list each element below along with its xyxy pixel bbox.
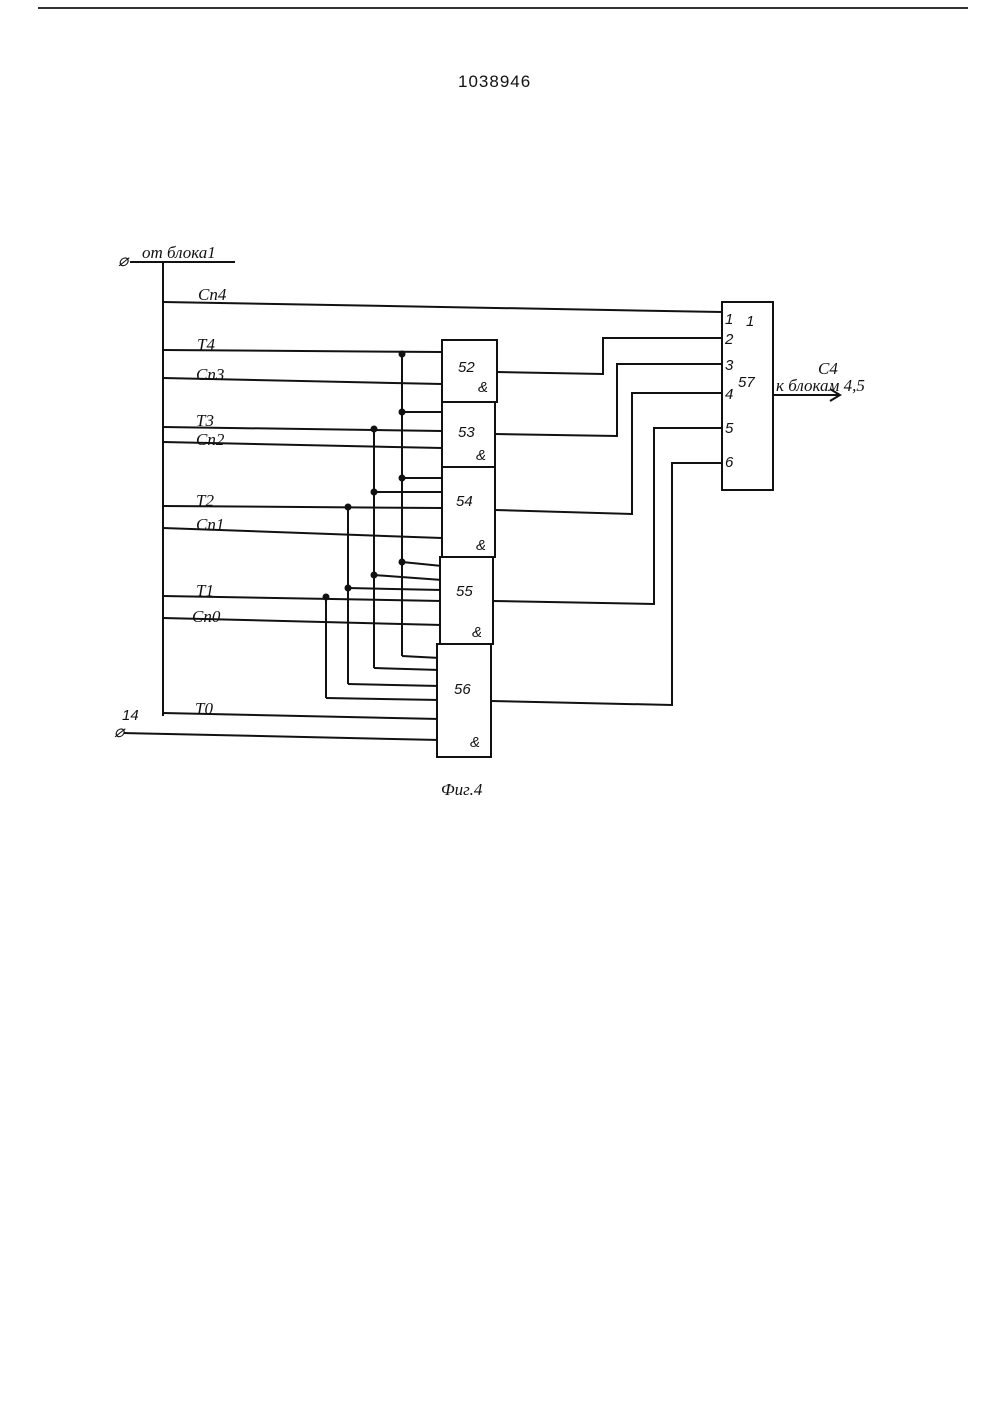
t2-to-55-line [348,588,442,590]
gate-57-input-1: 1 [725,311,733,328]
signal-label-cn0: Сп0 [192,607,221,626]
t3-to-56-line [374,668,440,670]
source-terminal-symbol: ⌀ [118,251,130,270]
gate-57-input-2: 2 [724,331,734,348]
gate-53-op: & [476,447,486,464]
gate-57-input-6: 6 [725,454,734,471]
t4-to-56-line [402,656,440,658]
input-14-label: 14 [122,707,139,724]
source-label: от блока1 [142,243,216,262]
gate-55-label: 55 [456,583,473,600]
figure-caption: Фиг.4 [441,780,483,799]
or-gate-57: 1 57 1 2 3 4 5 6 [722,302,773,490]
junction-dot [371,572,378,579]
gate-53-label: 53 [458,424,475,441]
signal-label-cn1: Сп1 [196,515,224,534]
wire-56-to-57-input-6 [491,463,722,705]
junction-dot [345,585,352,592]
and-gate-52: 52 & [442,340,497,402]
signal-label-cn4: Сп4 [198,285,227,304]
wire-55-to-57-input-5 [493,428,722,604]
junction-dot [323,594,330,601]
signal-label-t3: Т3 [196,411,214,430]
gate-57-label: 57 [738,374,755,391]
gate-56-label: 56 [454,681,471,698]
input-14-line [124,733,440,740]
gate-55-op: & [472,624,482,641]
gate-54-label: 54 [456,493,473,510]
and-gate-54: 54 & [442,467,495,557]
signal-label-t4: Т4 [197,335,215,354]
gate-57-input-3: 3 [725,357,734,374]
junction-dot [399,559,406,566]
gate-56-op: & [470,734,480,751]
and-gate-53: 53 & [442,402,495,467]
junction-dot [345,504,352,511]
signal-line-cn4 [163,302,722,312]
junction-dot [371,426,378,433]
and-gate-55: 55 & [440,557,493,644]
junction-dot [399,409,406,416]
gate-57-input-5: 5 [725,420,734,437]
signal-label-cn2: Сп2 [196,430,225,449]
t2-to-56-line [348,684,440,686]
output-destination-label: к блокам 4,5 [776,376,865,395]
junction-dot [399,475,406,482]
gate-57-input-4: 4 [725,386,733,403]
t1-to-56-line [326,698,440,700]
input-14-terminal-symbol: ⌀ [114,722,126,741]
signal-label-t1: Т1 [196,581,214,600]
wire-52-to-57-input-2 [497,338,722,374]
wire-54-to-57-input-4 [495,393,722,514]
and-gate-56: 56 & [437,644,491,757]
wire-53-to-57-input-3 [495,364,722,436]
t3-to-55-line [374,575,442,580]
junction-dot [371,489,378,496]
junction-dot [399,351,406,358]
gate-52-op: & [478,379,488,396]
gate-57-op: 1 [746,313,754,330]
signal-label-t2: Т2 [196,491,214,510]
gate-54-op: & [476,537,486,554]
t4-to-55-line [402,562,442,566]
gate-52-label: 52 [458,359,475,376]
signal-label-cn3: Сп3 [196,365,224,384]
signal-label-t0: Т0 [195,699,213,718]
